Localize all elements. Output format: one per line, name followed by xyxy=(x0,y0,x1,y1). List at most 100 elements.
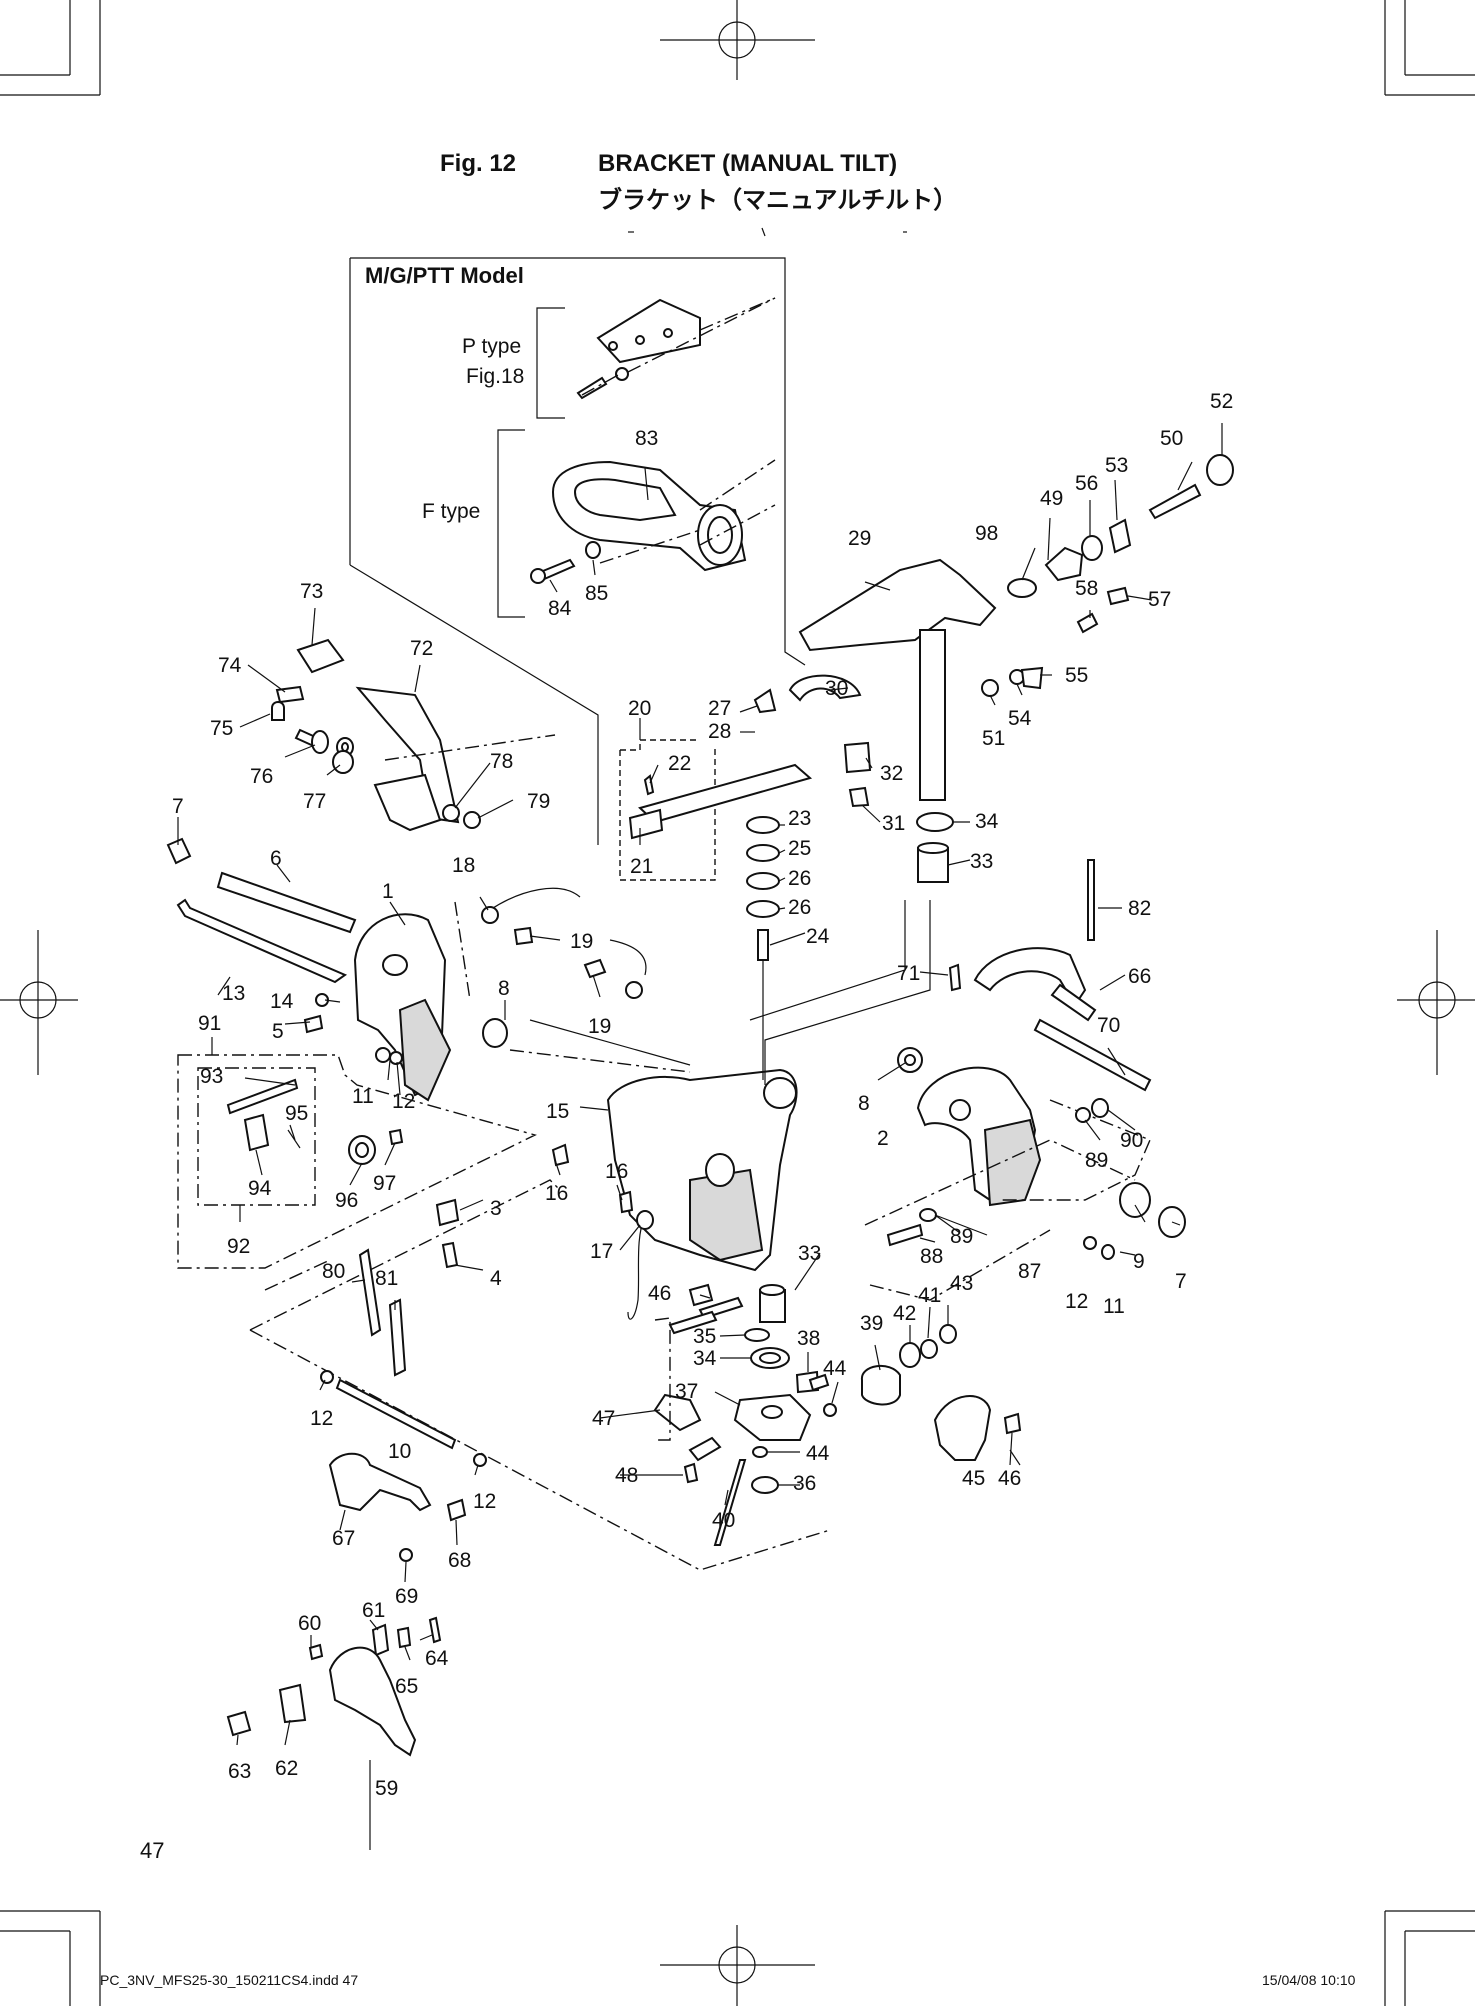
callout-36: 36 xyxy=(793,1472,816,1495)
callout-14: 14 xyxy=(270,990,294,1013)
callout-64: 64 xyxy=(425,1647,449,1670)
callout-41: 41 xyxy=(918,1284,941,1307)
callout-53: 53 xyxy=(1105,454,1128,477)
callout-63: 63 xyxy=(228,1760,251,1783)
callout-47: 47 xyxy=(592,1407,615,1430)
callout-89a: 89 xyxy=(950,1225,973,1248)
callout-95: 95 xyxy=(285,1102,308,1125)
callout-80: 80 xyxy=(322,1260,345,1283)
callout-16b: 16 xyxy=(545,1182,568,1205)
callout-61: 61 xyxy=(362,1599,385,1622)
callout-7b: 7 xyxy=(1175,1270,1187,1293)
callout-81: 81 xyxy=(375,1267,398,1290)
swivel-bracket xyxy=(482,1018,798,1272)
callout-labels: 1 2 3 4 5 6 7 7 8 8 9 10 11 11 12 12 12 … xyxy=(172,390,1233,1800)
callout-30: 30 xyxy=(825,677,848,700)
callout-98: 98 xyxy=(975,522,998,545)
callout-46b: 46 xyxy=(648,1282,671,1305)
callout-23: 23 xyxy=(788,807,811,830)
callout-38: 38 xyxy=(797,1327,820,1350)
f-type-label: F type xyxy=(422,500,480,523)
callout-22: 22 xyxy=(668,752,691,775)
callout-15: 15 xyxy=(546,1100,569,1123)
footer-timestamp: 15/04/08 10:10 xyxy=(1262,1972,1356,1988)
callout-75: 75 xyxy=(210,717,233,740)
callout-34a: 34 xyxy=(975,810,999,833)
callout-84: 84 xyxy=(548,597,572,620)
callout-89b: 89 xyxy=(1085,1149,1108,1172)
callout-46a: 46 xyxy=(998,1467,1021,1490)
callout-4: 4 xyxy=(490,1267,502,1290)
callout-5: 5 xyxy=(272,1020,284,1043)
callout-70: 70 xyxy=(1097,1014,1120,1037)
callout-13: 13 xyxy=(222,982,245,1005)
callout-10: 10 xyxy=(388,1440,411,1463)
callout-20: 20 xyxy=(628,697,651,720)
callout-19b: 19 xyxy=(588,1015,611,1038)
callout-26a: 26 xyxy=(788,867,811,890)
callout-1: 1 xyxy=(382,880,394,903)
callout-92: 92 xyxy=(227,1235,250,1258)
callout-66: 66 xyxy=(1128,965,1151,988)
callout-91: 91 xyxy=(198,1012,221,1035)
callout-65: 65 xyxy=(395,1675,418,1698)
figure-title-japanese: ブラケット（マニュアルチルト） xyxy=(598,186,958,214)
callout-12a: 12 xyxy=(392,1090,415,1113)
stern-bracket-left xyxy=(353,913,452,1102)
callout-31: 31 xyxy=(882,812,905,835)
callout-27: 27 xyxy=(708,697,731,720)
figure-title: BRACKET (MANUAL TILT) xyxy=(598,150,898,177)
callout-71: 71 xyxy=(897,962,920,985)
tilt-stop xyxy=(948,859,1152,1092)
callout-11a: 11 xyxy=(352,1085,374,1108)
callout-17: 17 xyxy=(590,1240,613,1263)
callout-94: 94 xyxy=(248,1177,272,1200)
callout-49: 49 xyxy=(1040,487,1063,510)
leader-lines xyxy=(177,423,1223,1850)
callout-37: 37 xyxy=(675,1380,698,1403)
callout-76: 76 xyxy=(250,765,273,788)
p-type-label: P type xyxy=(462,335,521,358)
p-type-plate xyxy=(576,297,776,400)
callout-83: 83 xyxy=(635,427,658,450)
callout-33a: 33 xyxy=(970,850,993,873)
callout-9: 9 xyxy=(1133,1250,1145,1273)
callout-69: 69 xyxy=(395,1585,418,1608)
tilt-cable xyxy=(454,887,647,1001)
callout-19a: 19 xyxy=(570,930,593,953)
callout-21: 21 xyxy=(630,855,653,878)
group-87-box xyxy=(864,1098,1186,1301)
callout-6: 6 xyxy=(270,847,282,870)
callout-62: 62 xyxy=(275,1757,298,1780)
callout-52: 52 xyxy=(1210,390,1233,413)
footer-file-name: PC_3NV_MFS25-30_150211CS4.indd 47 xyxy=(100,1972,359,1988)
callout-42: 42 xyxy=(893,1302,916,1325)
f-type-handle xyxy=(530,459,776,584)
callout-67: 67 xyxy=(332,1527,355,1550)
callout-12c: 12 xyxy=(473,1490,496,1513)
callout-11b: 11 xyxy=(1103,1295,1125,1318)
callout-35: 35 xyxy=(693,1325,716,1348)
callout-57: 57 xyxy=(1148,588,1171,611)
washer-stack xyxy=(746,816,780,1080)
callout-18: 18 xyxy=(452,854,475,877)
callout-97: 97 xyxy=(373,1172,396,1195)
callout-2: 2 xyxy=(877,1127,889,1150)
callout-3: 3 xyxy=(490,1197,502,1220)
callout-59: 59 xyxy=(375,1777,398,1800)
callout-88: 88 xyxy=(920,1245,943,1268)
callout-26b: 26 xyxy=(788,896,811,919)
callout-72: 72 xyxy=(410,637,433,660)
group-91-box xyxy=(177,1054,537,1269)
callout-7a: 7 xyxy=(172,795,184,818)
callout-44b: 44 xyxy=(806,1442,830,1465)
callout-58: 58 xyxy=(1075,577,1098,600)
callout-79: 79 xyxy=(527,790,550,813)
callout-51: 51 xyxy=(982,727,1005,750)
inset-frame xyxy=(349,257,806,845)
callout-24: 24 xyxy=(806,925,830,948)
callout-33b: 33 xyxy=(798,1242,821,1265)
callout-29: 29 xyxy=(848,527,871,550)
callout-32: 32 xyxy=(880,762,903,785)
callout-55: 55 xyxy=(1065,664,1088,687)
